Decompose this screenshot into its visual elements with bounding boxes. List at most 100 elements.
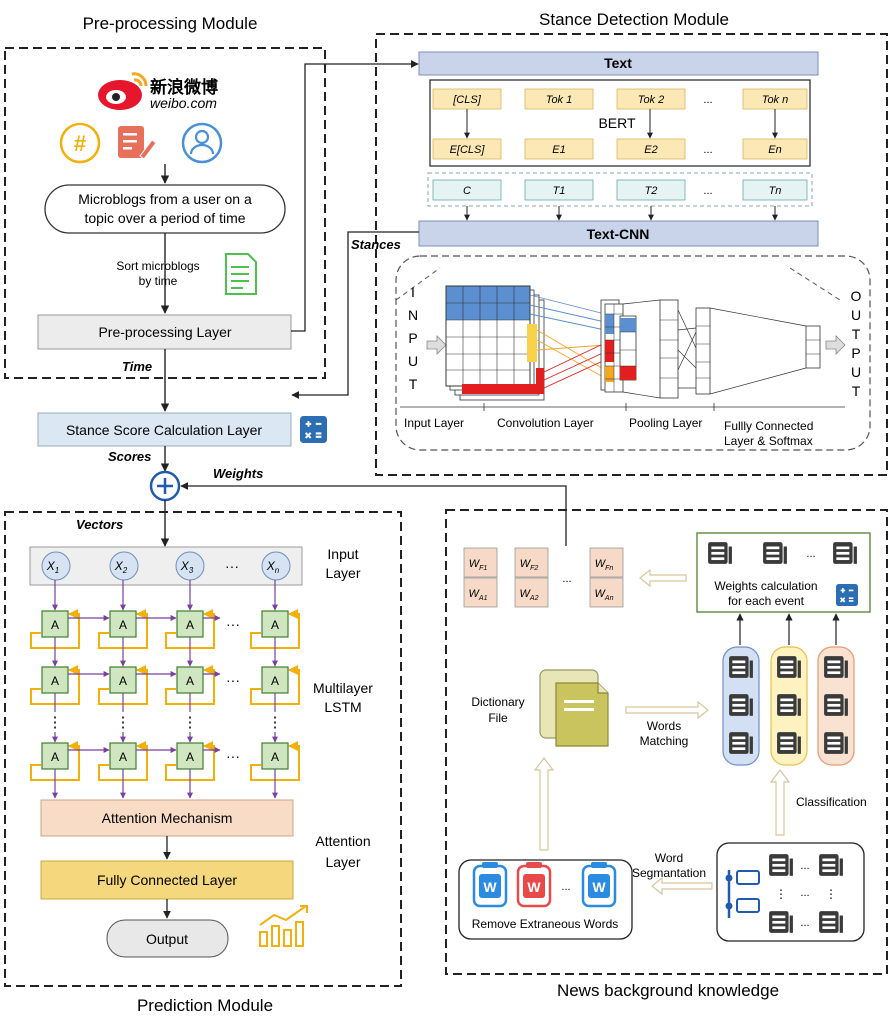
w-file-icon: W [516,862,552,908]
input-arrow-icon [426,335,447,355]
weight-label: WA2 [520,588,539,602]
out-box [524,179,594,201]
w-icon-letter: W [527,879,541,895]
fc-label: Fully Connected Layer [97,872,237,888]
w-file-icon: W [581,862,617,908]
lstm-cell [261,742,289,770]
stances-arrow [291,231,419,399]
weight-label: WF2 [520,558,539,572]
weibo-logo-cn: 新浪微博 [150,77,218,97]
lstm-cell-label: A [119,750,127,764]
lstm-cell [41,742,69,770]
lstm-side-1: Multilayer [313,680,373,696]
pooling-layer [619,299,661,399]
w-icon-letter: W [483,879,497,895]
lstm-vdots: ⋮ [116,714,131,731]
lstm-cell-label: A [271,674,279,688]
scores-label: Scores [108,449,151,464]
text-bar [418,51,819,76]
input-layer-side-2: Layer [325,565,360,581]
output-letter: U [851,364,861,380]
input-letters: I N P U T [408,284,418,392]
weights-label: Weights [213,466,263,481]
x-dots: ··· [225,558,239,574]
src-dots: ... [800,887,809,899]
output-label: Output [146,931,188,947]
classification-label: Classification [796,795,867,809]
sort-label-1: Sort microblogs [116,259,199,273]
embed-box [432,138,502,160]
sort-label-2: by time [139,274,178,288]
attention-label: Attention Mechanism [102,810,233,826]
svg-text:#: # [74,131,86,156]
x-node-label: Xn [266,559,280,575]
dictionary-label-2: File [488,711,508,725]
weight-dots: ... [562,573,571,585]
word-seg-label-2: Segmantation [632,866,706,880]
textcnn-bar [418,220,819,247]
token-row: [CLS] Tok 1 Tok 2 ... Tok n [432,88,808,110]
bert-label: BERT [598,115,636,131]
lstm-cell [261,666,289,694]
pool-layer-label: Pooling Layer [629,416,702,430]
vectors-label: Vectors [76,517,123,532]
input-matrix [445,285,545,401]
lstm-cell-label: A [119,618,127,632]
input-letter: N [408,307,418,323]
weights-arrow [180,482,567,546]
ellipsis: ... [703,185,712,197]
user-icon [181,122,223,164]
lstm-cell-label: A [186,618,194,632]
embed-label: En [768,144,781,156]
weibo-logo-en: weibo.com [150,95,217,111]
lstm-cell [261,610,289,638]
weight-cell [589,577,624,608]
output-letter: P [851,345,860,361]
token-label: Tok 1 [546,94,573,106]
attention-side-1: Attention [315,833,370,849]
w-dots: ... [561,881,570,893]
ellipsis: ... [703,144,712,156]
lstm-cell-label: A [51,618,59,632]
lstm-dots: ··· [226,616,240,632]
preprocessing-to-text-arrow [291,60,419,332]
words-matching-arrow-icon [625,700,709,720]
weight-cell [589,547,624,578]
output-letters: O U T P U T [851,288,862,399]
token-label: [CLS] [452,94,481,106]
panel-zoom-line [395,267,441,301]
w-icon-letter: W [592,879,606,895]
fc-softmax-label-2: Layer & Softmax [724,434,813,448]
token-label: Tok 2 [638,94,665,106]
lstm-cell-label: A [271,750,279,764]
token-box [616,88,686,110]
news-module-title: News background knowledge [557,981,779,1000]
x-node-label: X1 [46,559,59,575]
weight-label: WA1 [469,588,488,602]
src-dots: ... [800,860,809,872]
stance-frame [375,33,888,476]
hashtag-icon: # [59,122,101,164]
output-letter: T [852,383,861,399]
calculator-icon [836,584,858,606]
list-icon [725,870,760,918]
chart-icon [259,905,308,947]
textcnn-label: Text-CNN [587,226,650,242]
output-token-row: C T1 T2 ... Tn [432,179,808,201]
document-icon [225,253,257,295]
embed-row: E[CLS] E1 E2 ... En [432,138,808,160]
x-node [261,551,291,581]
x-node-label: X2 [114,559,128,575]
lstm-side-2: LSTM [324,699,361,715]
weights-back-arrow-icon [639,568,687,588]
ellipsis: ... [703,94,712,106]
fc-softmax-label-1: Fullly Connected [724,419,813,433]
lstm-cell-label: A [186,750,194,764]
fc-box [40,860,294,900]
lstm-cell-label: A [271,618,279,632]
lstm-vdots: ⋮ [48,714,63,731]
news-frame [445,509,888,975]
text-bar-label: Text [604,55,632,71]
weight-cell [514,547,549,578]
